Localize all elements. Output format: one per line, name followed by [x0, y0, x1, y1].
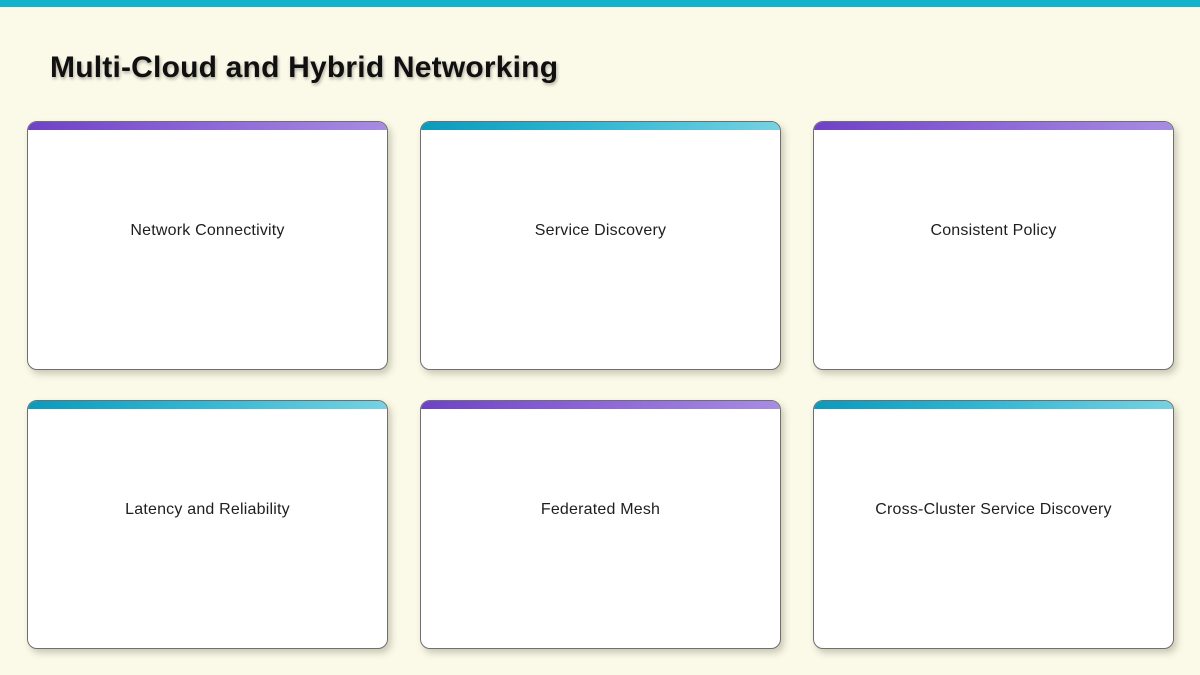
card-label: Federated Mesh: [540, 501, 661, 518]
card-label: Network Connectivity: [130, 222, 285, 239]
card-label: Cross-Cluster Service Discovery: [875, 501, 1112, 518]
card-label: Service Discovery: [534, 222, 667, 239]
card-label: Consistent Policy: [930, 222, 1057, 239]
card-accent-bar: [421, 122, 780, 130]
card-label: Latency and Reliability: [125, 501, 290, 518]
card-service-discovery[interactable]: Service Discovery: [420, 121, 781, 370]
card-accent-bar: [814, 401, 1173, 409]
card-latency-and-reliability[interactable]: Latency and Reliability: [27, 400, 388, 649]
card-accent-bar: [28, 122, 387, 130]
card-cross-cluster-service-discovery[interactable]: Cross-Cluster Service Discovery: [813, 400, 1174, 649]
card-accent-bar: [28, 401, 387, 409]
card-grid: Network Connectivity Service Discovery C…: [27, 121, 1174, 649]
top-accent-bar: [0, 0, 1200, 7]
card-accent-bar: [814, 122, 1173, 130]
card-federated-mesh[interactable]: Federated Mesh: [420, 400, 781, 649]
page-title: Multi-Cloud and Hybrid Networking: [50, 51, 559, 85]
card-network-connectivity[interactable]: Network Connectivity: [27, 121, 388, 370]
card-consistent-policy[interactable]: Consistent Policy: [813, 121, 1174, 370]
card-accent-bar: [421, 401, 780, 409]
